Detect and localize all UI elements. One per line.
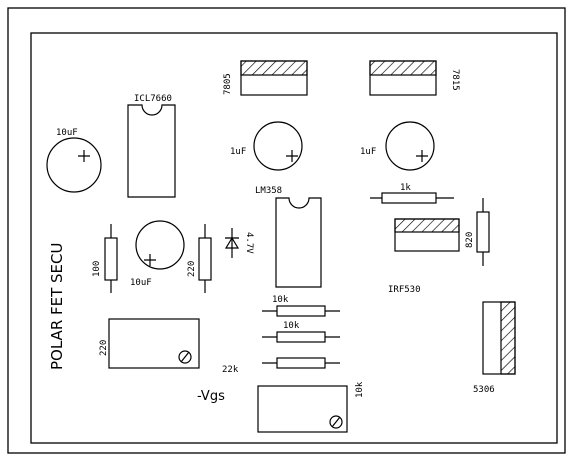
label-820: 820 [465, 232, 475, 248]
label-1uf-left: 1uF [230, 147, 246, 157]
label-7805: 7805 [223, 73, 233, 95]
trimmer-220: 220 [99, 318, 200, 369]
resistor-10k-b: 10k [262, 321, 340, 343]
label-irf530: IRF530 [388, 285, 421, 295]
capacitor-10uf-mid: 10uF [130, 220, 185, 288]
label-icl7660: ICL7660 [134, 94, 172, 104]
label-22k: 22k [222, 365, 239, 375]
regulator-7815: 7815 [369, 60, 460, 96]
outer-frame [7, 7, 566, 454]
capacitor-1uf-right: 1uF [360, 121, 435, 171]
trimmer-10k: 10k [257, 381, 365, 433]
label-100: 100 [92, 261, 102, 277]
resistor-22k: 22k [222, 357, 340, 375]
ic-icl7660: ICL7660 [127, 94, 176, 198]
label-10k-b: 10k [283, 321, 300, 331]
component-5306: 5306 [473, 301, 516, 395]
label-vgs: -Vgs [197, 389, 225, 404]
resistor-220-vertical: 220 [187, 224, 212, 293]
label-220-vertical: 220 [187, 261, 197, 277]
zener-diode-4v7: 4.7V [224, 228, 254, 258]
label-lm358: LM358 [255, 186, 282, 196]
label-10uf-top: 10uF [56, 128, 78, 138]
label-trim-10k: 10k [355, 381, 365, 398]
label-5306: 5306 [473, 385, 495, 395]
label-1uf-right: 1uF [360, 147, 376, 157]
capacitor-1uf-left: 1uF [230, 121, 303, 171]
board-title: POLAR FET SECU [48, 243, 66, 371]
resistor-820: 820 [465, 198, 490, 266]
capacitor-10uf-top: 10uF [46, 128, 102, 193]
label-10k-a: 10k [272, 295, 289, 305]
label-trim-220: 220 [99, 340, 109, 356]
resistor-1k: 1k [370, 183, 454, 204]
board-outline [30, 32, 558, 444]
label-1k: 1k [400, 183, 411, 193]
transistor-irf530: IRF530 [388, 218, 460, 295]
label-7815: 7815 [450, 69, 460, 91]
resistor-10k-a: 10k [262, 295, 340, 317]
label-10uf-mid: 10uF [130, 278, 152, 288]
regulator-7805: 7805 [223, 60, 308, 96]
ic-lm358: LM358 [255, 186, 322, 288]
label-4v7: 4.7V [244, 232, 254, 254]
resistor-100: 100 [92, 224, 118, 293]
